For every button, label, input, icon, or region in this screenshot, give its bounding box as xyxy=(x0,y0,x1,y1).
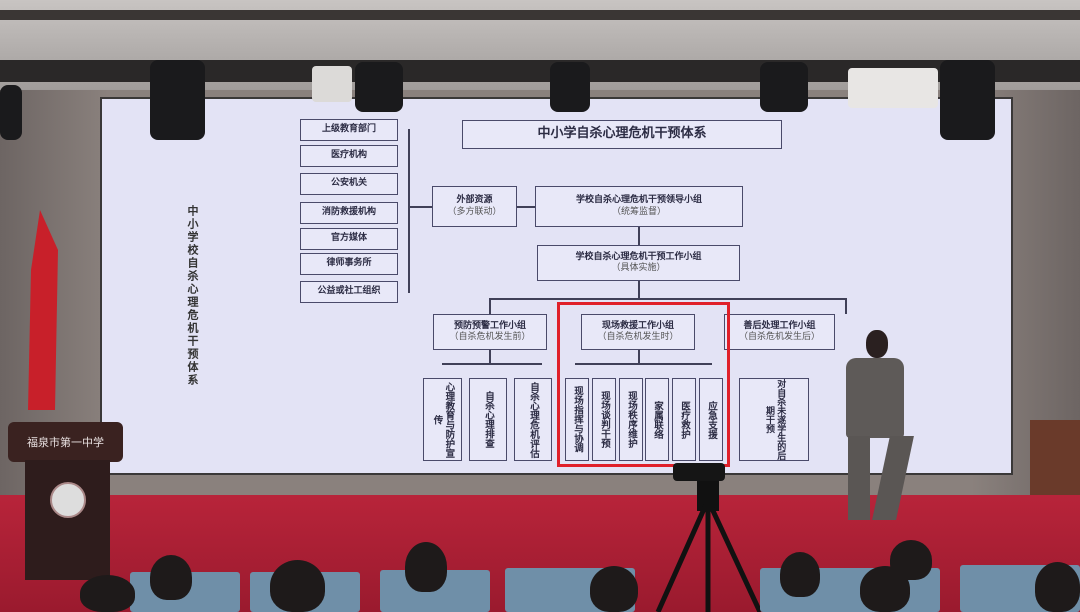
highlight-frame xyxy=(557,302,730,467)
leadership-group-box: 学校自杀心理危机干预领导小组（统筹监督） xyxy=(535,186,743,227)
box-subtitle: （自杀危机发生后） xyxy=(738,332,820,342)
box-subtitle: （统筹监督） xyxy=(611,206,666,217)
connector xyxy=(489,298,845,300)
stage-light xyxy=(355,62,403,112)
aftercare-group-box: 善后处理工作小组（自杀危机发生后） xyxy=(724,314,835,350)
projector xyxy=(848,68,938,108)
podium-top: 福泉市第一中学 xyxy=(8,422,123,462)
box-title: 善后处理工作小组 xyxy=(743,320,816,331)
task-box: 现场指挥与协调 xyxy=(565,378,589,461)
task-box: 医疗救护 xyxy=(672,378,696,461)
connector xyxy=(408,129,410,293)
connector xyxy=(845,298,847,314)
podium-sign: 福泉市第一中学 xyxy=(27,436,104,449)
box-title: 学校自杀心理危机干预领导小组 xyxy=(575,195,702,206)
connector xyxy=(442,363,542,365)
box-subtitle: （多方联动） xyxy=(447,206,502,217)
external-item: 公益或社工组织 xyxy=(300,281,398,303)
lighting-truss xyxy=(0,60,1080,82)
task-box: 现场秩序维护 xyxy=(619,378,643,461)
box-title: 学校自杀心理危机干预工作小组 xyxy=(575,251,702,262)
task-box: 对自杀未遂学生的后期干预 xyxy=(739,378,809,461)
connector xyxy=(638,227,640,245)
box-title: 预防预警工作小组 xyxy=(453,320,526,331)
vertical-title: 中小学校自杀心理危机干预体系 xyxy=(186,205,199,387)
connector xyxy=(638,281,640,298)
connector xyxy=(489,298,491,314)
presenter-body xyxy=(846,358,904,438)
video-camera xyxy=(673,463,725,481)
box-title: 外部资源 xyxy=(456,195,493,206)
connector xyxy=(575,363,712,365)
task-box: 现场谈判干预 xyxy=(592,378,616,461)
audience-head xyxy=(405,542,447,592)
stage-light xyxy=(760,62,808,112)
task-box: 自杀心理排查 xyxy=(469,378,507,461)
connector xyxy=(408,206,432,208)
stage-light xyxy=(550,62,590,112)
external-item: 官方媒体 xyxy=(300,228,398,250)
audience-head xyxy=(780,552,820,597)
box-subtitle: （自杀危机发生时） xyxy=(597,332,679,342)
lighting-truss xyxy=(0,10,1080,20)
presenter-leg xyxy=(848,436,870,520)
box-subtitle: （自杀危机发生前） xyxy=(449,332,531,342)
connector xyxy=(517,206,535,208)
audience-head xyxy=(270,560,325,612)
tripod-legs xyxy=(655,500,763,612)
presenter-head xyxy=(866,330,888,358)
external-item: 律师事务所 xyxy=(300,253,398,275)
task-box: 应急支援 xyxy=(699,378,723,461)
audience-head xyxy=(1035,562,1080,612)
audience-head xyxy=(150,555,192,600)
prevention-group-box: 预防预警工作小组（自杀危机发生前） xyxy=(433,314,547,350)
working-group-box: 学校自杀心理危机干预工作小组（具体实施） xyxy=(537,245,740,281)
box-title: 现场救援工作小组 xyxy=(601,320,674,331)
rescue-group-box: 现场救援工作小组（自杀危机发生时） xyxy=(581,314,695,350)
task-box: 心理教育与防护宣传 xyxy=(423,378,462,461)
audience-head xyxy=(80,575,135,612)
audience-head xyxy=(890,540,932,580)
external-resources-box: 外部资源（多方联动） xyxy=(432,186,517,227)
stage-light xyxy=(150,60,205,140)
connector xyxy=(489,350,491,363)
task-box: 自杀心理危机评估 xyxy=(514,378,552,461)
podium xyxy=(25,460,110,580)
projector xyxy=(312,66,352,102)
audience-head xyxy=(590,566,638,612)
diagram-title: 中小学自杀心理危机干预体系 xyxy=(462,120,782,149)
school-emblem xyxy=(49,482,86,518)
external-item: 上级教育部门 xyxy=(300,119,398,141)
box-subtitle: （具体实施） xyxy=(611,263,666,273)
stage-light xyxy=(940,60,995,140)
stage-light xyxy=(0,85,22,140)
connector xyxy=(638,350,640,363)
task-box: 家属联络 xyxy=(645,378,669,461)
external-item: 公安机关 xyxy=(300,173,398,195)
external-item: 消防救援机构 xyxy=(300,202,398,224)
tripod-head xyxy=(697,481,719,511)
external-item: 医疗机构 xyxy=(300,145,398,167)
